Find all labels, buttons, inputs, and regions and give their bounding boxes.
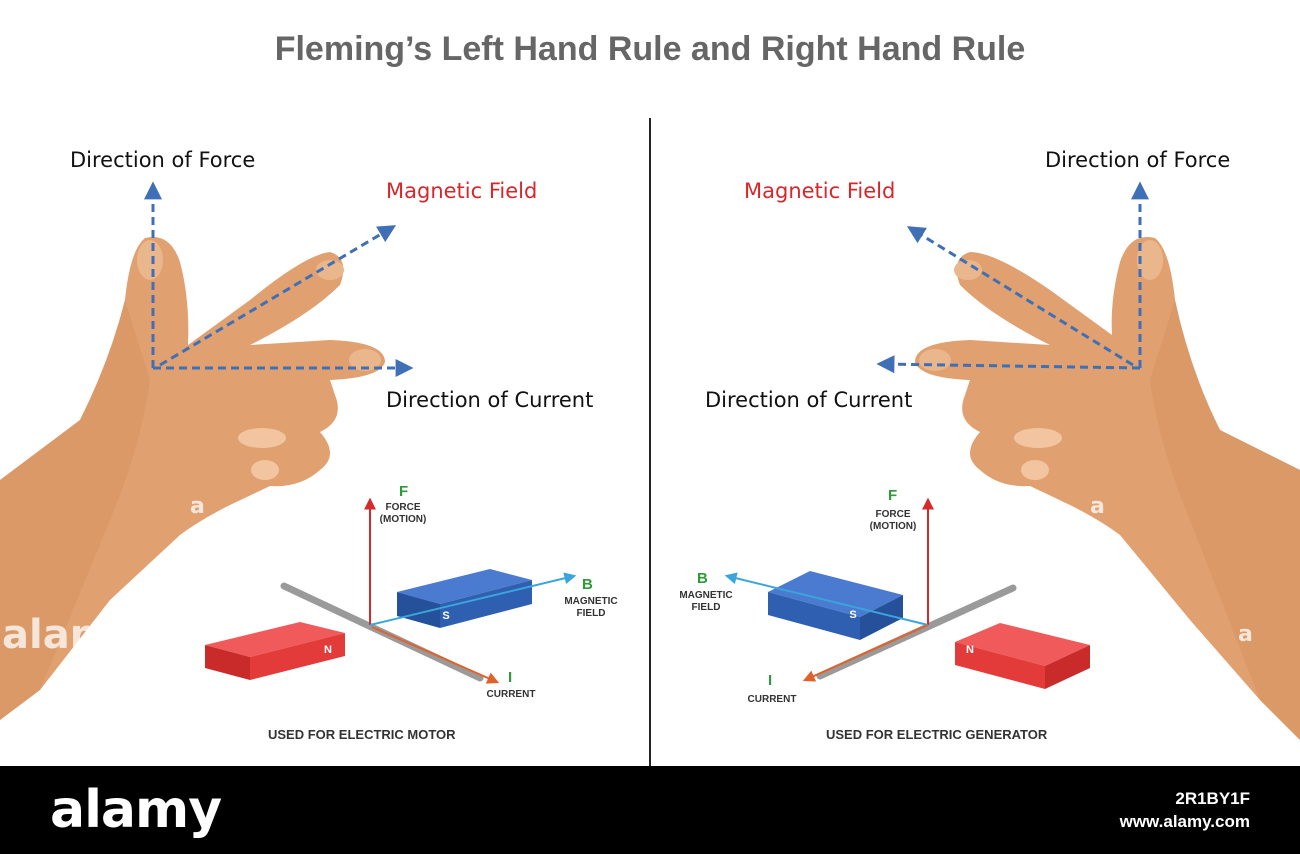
right-force-text: FORCE (MOTION) <box>869 509 917 532</box>
right-field-letter: B <box>697 570 708 587</box>
left-hand-illustration <box>0 181 414 720</box>
watermark-a-right: a <box>1090 494 1105 519</box>
right-force-letter: F <box>888 487 898 504</box>
left-field-dashed-arrow <box>159 225 397 367</box>
right-index-nail <box>954 260 982 280</box>
left-field-arrow <box>369 572 577 626</box>
right-label-field: Magnetic Field <box>744 179 896 203</box>
left-magnet-south <box>397 569 532 628</box>
footer-url: www.alamy.com <box>1119 812 1250 831</box>
right-magnet-north <box>955 623 1090 689</box>
right-current-text: CURRENT <box>747 694 797 705</box>
right-current-arrow <box>802 624 929 682</box>
right-label-force: Direction of Force <box>1045 148 1231 172</box>
footer-bar <box>0 766 1300 854</box>
right-middle-nail <box>919 349 951 371</box>
left-pinky-nail <box>251 460 279 480</box>
right-hand <box>915 237 1300 740</box>
right-current-letter: I <box>768 672 773 689</box>
right-south-label: S <box>849 609 857 621</box>
left-label-force: Direction of Force <box>70 148 256 172</box>
page-title: Fleming’s Left Hand Rule and Right Hand … <box>274 30 1026 68</box>
left-magnet-north <box>205 622 345 680</box>
left-middle-nail <box>349 349 381 371</box>
watermark-left: alamy <box>2 612 138 658</box>
right-north-label: N <box>966 644 974 656</box>
left-caption: USED FOR ELECTRIC MOTOR <box>268 727 456 742</box>
watermark-a-left: a <box>190 494 205 519</box>
footer-image-id: 2R1BY1F <box>1175 789 1250 808</box>
left-force-letter: F <box>399 483 409 500</box>
motor-diagram <box>205 497 577 684</box>
left-south-label: S <box>442 610 450 622</box>
right-thumbnail <box>1137 240 1163 280</box>
right-conductor-rod <box>816 584 1017 680</box>
left-hand <box>0 237 385 720</box>
left-label-field: Magnetic Field <box>386 179 538 203</box>
footer-brand-logo: alamy <box>50 780 222 840</box>
left-label-current: Direction of Current <box>386 388 594 412</box>
left-current-arrow <box>371 626 500 684</box>
left-current-text: CURRENT <box>486 689 536 700</box>
right-field-text: MAGNETIC FIELD <box>679 590 733 613</box>
left-thumbnail <box>137 240 163 280</box>
right-hand-illustration <box>876 181 1300 740</box>
left-force-text: FORCE (MOTION) <box>379 502 427 525</box>
left-ring-knuckle <box>238 428 286 448</box>
right-field-arrow <box>724 572 929 626</box>
right-current-dashed-arrow <box>876 355 1141 374</box>
right-field-dashed-arrow <box>906 226 1134 367</box>
left-field-letter: B <box>582 576 593 593</box>
right-label-current: Direction of Current <box>705 388 913 412</box>
left-north-label: N <box>324 644 332 656</box>
left-field-text: MAGNETIC FIELD <box>564 596 618 619</box>
left-index-nail <box>316 260 344 280</box>
right-ring-knuckle <box>1014 428 1062 448</box>
watermark-a-far-right: a <box>1238 622 1253 647</box>
right-caption: USED FOR ELECTRIC GENERATOR <box>826 727 1048 742</box>
left-current-letter: I <box>508 669 513 686</box>
generator-diagram <box>724 497 1090 689</box>
panel-divider <box>649 118 651 766</box>
right-magnet-south <box>768 571 903 640</box>
right-pinky-nail <box>1021 460 1049 480</box>
